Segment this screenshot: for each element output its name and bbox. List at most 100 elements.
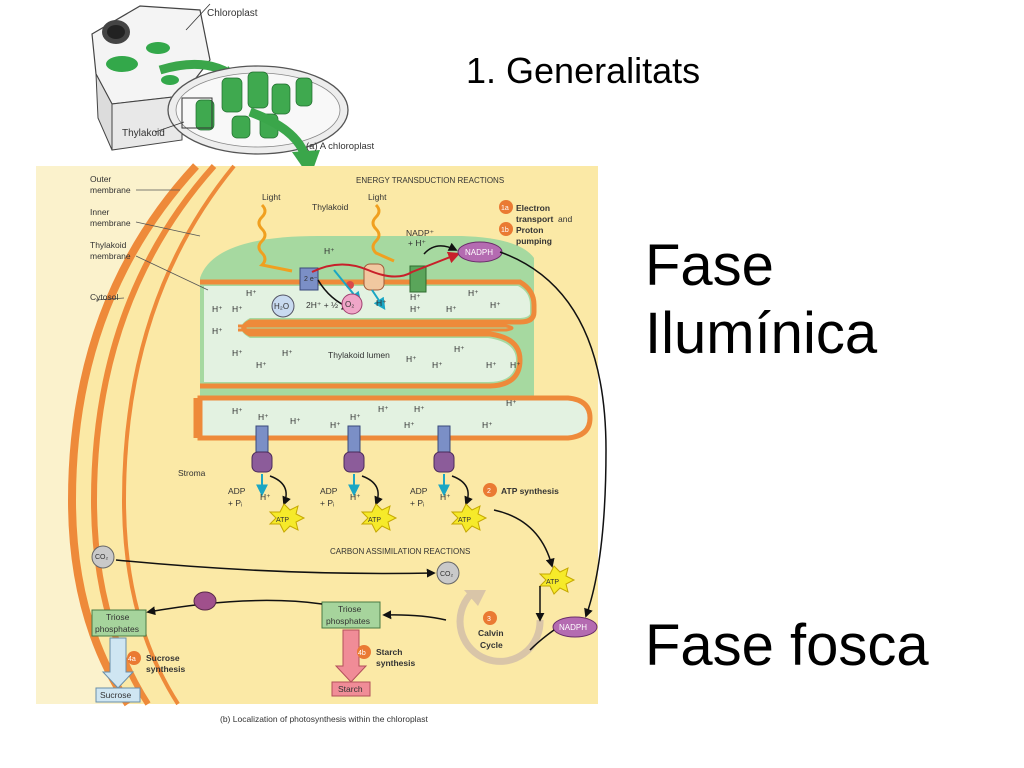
chloroplast-cross-section — [36, 163, 607, 707]
inner-membrane-label-2: membrane — [90, 218, 131, 228]
calvin-label: Calvin — [478, 628, 504, 638]
h-plus-25: H⁺ — [378, 404, 389, 414]
adp-label-3: ADP — [410, 486, 428, 496]
h-plus-9: H⁺ — [468, 288, 479, 298]
h-plus-19: H⁺ — [510, 360, 521, 370]
h-plus-5: H⁺ — [376, 298, 387, 308]
atp-label-4: ATP — [546, 579, 559, 586]
h-plus-4: H⁺ — [232, 304, 243, 314]
badge-3: 3 — [487, 616, 491, 623]
proton-pumping-label-2: pumping — [516, 236, 552, 246]
h-plus-32: H⁺ — [440, 492, 451, 502]
h-plus-15: H⁺ — [406, 354, 417, 364]
badge-4b: 4b — [358, 650, 366, 657]
co2-label-right: CO₂ — [440, 571, 454, 578]
triose-label-left-2: phosphates — [95, 624, 139, 634]
co2-label-left: CO₂ — [95, 554, 109, 561]
outer-membrane-label: Outer — [90, 174, 111, 184]
electron-transport-label-3: and — [558, 214, 572, 224]
thylakoid-membrane-label: Thylakoid — [90, 240, 127, 250]
carbon-title: CARBON ASSIMILATION REACTIONS — [330, 547, 470, 556]
badge-1a: 1a — [501, 205, 509, 212]
dark-phase-label: Fase fosca — [645, 613, 929, 678]
adp-label-2: ADP — [320, 486, 338, 496]
starch-synthesis-label: Starch — [376, 647, 402, 657]
thylakoid-top-label: Thylakoid — [122, 128, 165, 139]
thylakoid-membrane-label-2: membrane — [90, 251, 131, 261]
h-plus-20: H⁺ — [232, 406, 243, 416]
h-plus-7: H⁺ — [410, 304, 421, 314]
h-plus-24: H⁺ — [350, 412, 361, 422]
figure-b-caption: (b) Localization of photosynthesis withi… — [220, 714, 429, 724]
h-plus-8: H⁺ — [446, 304, 457, 314]
light-phase-label-line1: Fase — [645, 233, 774, 298]
h-plus-22: H⁺ — [290, 416, 301, 426]
light-phase-label-line2: Ilumínica — [645, 301, 878, 366]
nadph-top-label: NADPH — [465, 248, 493, 257]
h-plus-30: H⁺ — [260, 492, 271, 502]
pi-label-1: + Pᵢ — [228, 498, 242, 508]
h-plus-2: H⁺ — [246, 288, 257, 298]
atp-label-3: ATP — [458, 517, 471, 524]
h-plus-6: H⁺ — [410, 292, 421, 302]
h-plus-3: H⁺ — [212, 304, 223, 314]
h-plus-14: H⁺ — [282, 348, 293, 358]
atp-label-2: ATP — [368, 517, 381, 524]
h-plus-29: H⁺ — [506, 398, 517, 408]
sucrose-synthesis-label-2: synthesis — [146, 664, 185, 674]
inner-membrane-label: Inner — [90, 207, 110, 217]
pi-label-3: + Pᵢ — [410, 498, 424, 508]
nadp-label: NADP⁺ — [406, 228, 435, 238]
chloroplast-illustration — [91, 3, 349, 178]
nadph-bottom-label: NADPH — [559, 623, 587, 632]
h-plus-12: H⁺ — [232, 348, 243, 358]
h-plus-21: H⁺ — [258, 412, 269, 422]
h-plus-28: H⁺ — [482, 420, 493, 430]
light-label-2: Light — [368, 192, 387, 202]
badge-2: 2 — [487, 488, 491, 495]
cytosol-label: Cytosol — [90, 292, 118, 302]
triose-label-left: Triose — [106, 612, 130, 622]
starch-synthesis-label-2: synthesis — [376, 658, 415, 668]
badge-4a: 4a — [128, 656, 136, 663]
sucrose-synthesis-label: Sucrose — [146, 653, 180, 663]
h-plus-26: H⁺ — [404, 420, 415, 430]
h-plus-31: H⁺ — [350, 492, 361, 502]
badge-1b: 1b — [501, 227, 509, 234]
two-h-label: 2H⁺ + ½ — [306, 300, 338, 310]
electron-transport-label: Electron — [516, 203, 550, 213]
triose-label-right: Triose — [338, 604, 362, 614]
adp-label-1: ADP — [228, 486, 246, 496]
h-plus-13: H⁺ — [256, 360, 267, 370]
sucrose-label: Sucrose — [100, 690, 131, 700]
starch-label: Starch — [338, 684, 363, 694]
triose-label-right-2: phosphates — [326, 616, 370, 626]
h-plus-16: H⁺ — [432, 360, 443, 370]
atp-synthesis-label: ATP synthesis — [501, 486, 559, 496]
energy-title: ENERGY TRANSDUCTION REACTIONS — [356, 176, 504, 185]
slide-title: 1. Generalitats — [466, 50, 701, 91]
light-label-1: Light — [262, 192, 281, 202]
outer-membrane-label-2: membrane — [90, 185, 131, 195]
cross-section-labels: Outer membrane Inner membrane Thylakoid … — [90, 174, 587, 724]
h2o-label: H₂O — [274, 302, 289, 311]
h-plus-27: H⁺ — [414, 404, 425, 414]
figure-a-caption: (a) A chloroplast — [306, 141, 374, 152]
pi-label-2: + Pᵢ — [320, 498, 334, 508]
o2-label: O₂ — [345, 300, 354, 309]
h-plus-11: H⁺ — [212, 326, 223, 336]
h-plus-18: H⁺ — [486, 360, 497, 370]
h-plus-23: H⁺ — [330, 420, 341, 430]
h-plus-1: H⁺ — [324, 246, 335, 256]
chloroplast-label: Chloroplast — [207, 8, 258, 19]
electron-transport-label-2: transport — [516, 214, 553, 224]
electron-label: 2 e⁻ — [304, 276, 318, 283]
stroma-label: Stroma — [178, 468, 206, 478]
h-plus-10: H⁺ — [490, 300, 501, 310]
nadp-h-label: + H⁺ — [408, 238, 426, 248]
h-plus-17: H⁺ — [454, 344, 465, 354]
thylakoid-label: Thylakoid — [312, 202, 349, 212]
thylakoid-lumen-label: Thylakoid lumen — [328, 350, 390, 360]
calvin-label-2: Cycle — [480, 640, 503, 650]
